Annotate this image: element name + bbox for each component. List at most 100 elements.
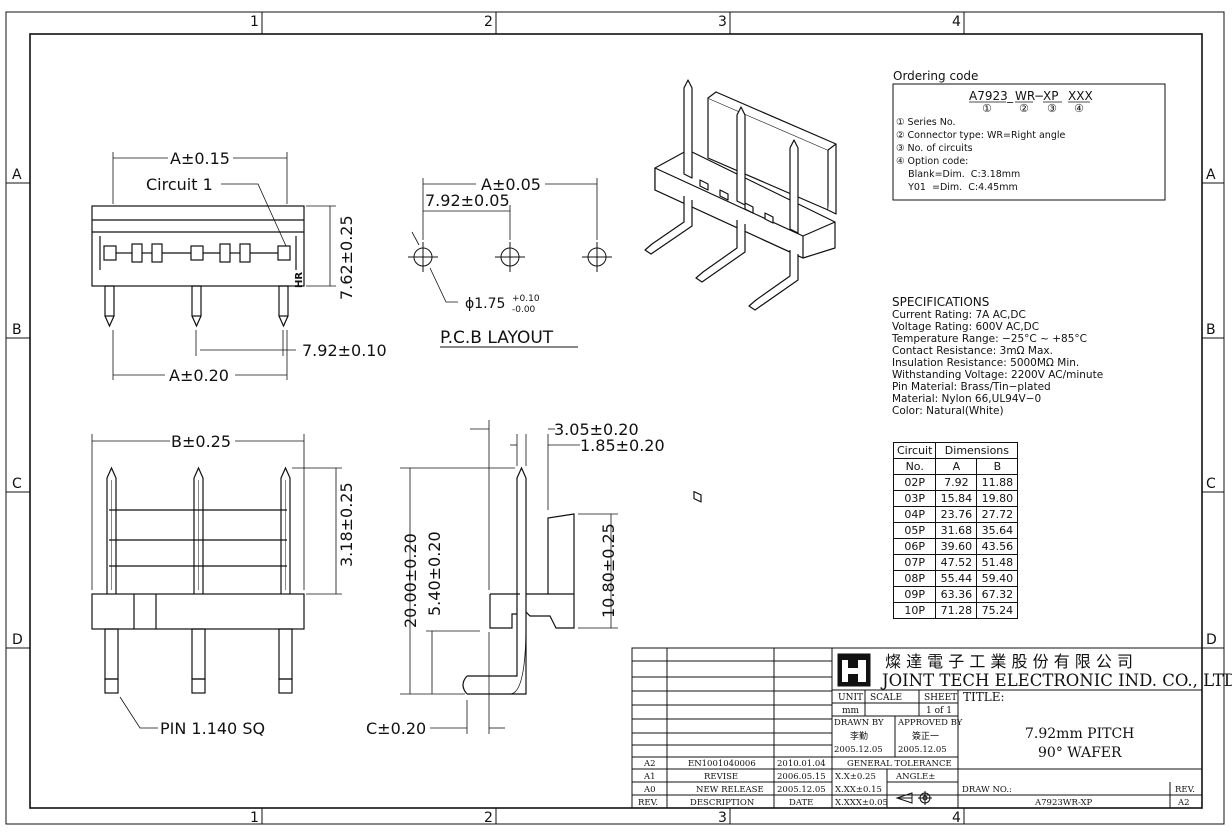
drawn-date: 2005.12.05 xyxy=(834,745,883,755)
zone-col-2-bottom: 2 xyxy=(484,810,493,826)
front-pitch-dim: 7.92±0.10 xyxy=(302,341,387,360)
rev-row-rev: A2 xyxy=(643,759,656,769)
spec-line: Contact Resistance: 3mΩ Max. xyxy=(892,345,1053,357)
unit-value: mm xyxy=(842,706,860,716)
circuit-no-cell: 03P xyxy=(892,490,937,507)
rev-value: A2 xyxy=(1177,798,1190,808)
ordering-code-box xyxy=(892,83,1166,201)
spec-line: Insulation Resistance: 5000MΩ Min. xyxy=(892,357,1079,369)
circuit-no-cell: 07P xyxy=(892,554,937,571)
approved-by-name: 簽正一 xyxy=(912,730,939,742)
title-label: TITLE: xyxy=(963,690,1005,704)
code-part-circuits: XP xyxy=(1043,89,1058,103)
side-view xyxy=(400,420,618,734)
angle-label: ANGLE± xyxy=(895,772,935,782)
outer-border xyxy=(5,11,1225,825)
rev-row-desc: NEW RELEASE xyxy=(696,785,764,795)
approved-by-label: APPROVED BY xyxy=(897,718,963,728)
zone-row-d-left: D xyxy=(12,632,23,648)
rev-row-rev: A0 xyxy=(643,785,656,795)
circuit-no-cell: 10P xyxy=(892,602,937,619)
circuit-no-cell: 02P xyxy=(892,474,937,491)
rev-row-date: 2005.12.05 xyxy=(777,785,826,795)
hole-diameter: ϕ1.75 xyxy=(465,296,505,312)
side-height-total: 20.00±0.20 xyxy=(401,533,420,628)
ordering-item: ③ No. of circuits xyxy=(896,143,973,154)
circuit-no-cell: 05P xyxy=(892,522,937,539)
ordering-item: ② Connector type: WR=Right angle xyxy=(896,130,1065,141)
zone-col-1-top: 1 xyxy=(250,14,259,30)
header-dimensions: Dimensions xyxy=(935,442,1019,459)
sheet-value: 1 of 1 xyxy=(926,706,952,716)
side-dim-1-85: 1.85±0.20 xyxy=(580,436,665,455)
drawn-by-name: 李勤 xyxy=(850,730,868,742)
title-line-1: 7.92mm PITCH xyxy=(1025,726,1134,742)
circuit-no-cell: 09P xyxy=(892,586,937,603)
zone-col-4-top: 4 xyxy=(952,14,961,30)
inner-border xyxy=(29,33,1203,809)
side-dim-c: C±0.20 xyxy=(366,719,426,738)
zone-row-c-right: C xyxy=(1206,476,1216,492)
zone-row-b-left: B xyxy=(12,322,22,338)
description-header: DESCRIPTION xyxy=(690,798,755,808)
rev-row-rev: A1 xyxy=(643,772,656,782)
dim-a-cell: 31.68 xyxy=(935,522,978,539)
circuit-no-cell: 06P xyxy=(892,538,937,555)
zone-col-3-top: 3 xyxy=(718,14,727,30)
circuit-1-label: Circuit 1 xyxy=(146,175,213,194)
table-header-row: No. A B xyxy=(892,458,1019,475)
dim-a-cell: 71.28 xyxy=(935,602,978,619)
dim-b-cell: 75.24 xyxy=(976,602,1019,619)
dim-b-cell: 59.40 xyxy=(976,570,1019,587)
code-separator: _ xyxy=(1006,89,1014,103)
dim-b-cell: 67.32 xyxy=(976,586,1019,603)
spec-line: Current Rating: 7A AC,DC xyxy=(892,309,1026,321)
top-view xyxy=(91,434,342,729)
date-header: DATE xyxy=(789,798,813,808)
rev-row-desc: EN1001040006 xyxy=(688,759,756,769)
tolerance-1: X.X±0.25 xyxy=(835,772,876,782)
zone-row-c-left: C xyxy=(12,476,22,492)
ordering-item: Y01 =Dim. C:4.45mm xyxy=(896,182,1018,193)
dim-b-cell: 27.72 xyxy=(976,506,1019,523)
dim-a-cell: 63.36 xyxy=(935,586,978,603)
dim-b-cell: 11.88 xyxy=(976,474,1019,491)
angle-symbol xyxy=(895,791,932,805)
zone-col-1-bottom: 1 xyxy=(250,810,259,826)
draw-no-value: A7923WR-XP xyxy=(1034,798,1093,808)
dim-b-cell: 43.56 xyxy=(976,538,1019,555)
ordering-item: ④ Option code: xyxy=(896,156,968,167)
scale-label: SCALE xyxy=(870,693,902,703)
code-num-3: ③ xyxy=(1047,102,1057,115)
hr-marking: HR xyxy=(294,272,305,288)
spec-title: SPECIFICATIONS xyxy=(892,295,989,309)
dim-a-cell: 47.52 xyxy=(935,554,978,571)
header-circuit: Circuit xyxy=(892,442,937,459)
tolerance-3: X.XXX±0.05 xyxy=(835,798,888,808)
zone-col-2-top: 2 xyxy=(484,14,493,30)
code-num-1: ① xyxy=(982,102,992,115)
zone-row-a-right: A xyxy=(1206,167,1216,183)
circuit-no-cell: 04P xyxy=(892,506,937,523)
header-a: A xyxy=(935,458,978,475)
code-separator: − xyxy=(1034,89,1044,103)
zone-row-d-right: D xyxy=(1206,632,1217,648)
company-logo xyxy=(842,660,866,682)
approved-date: 2005.12.05 xyxy=(898,745,947,755)
dim-b-cell: 35.64 xyxy=(976,522,1019,539)
spec-line: Material: Nylon 66,UL94V−0 xyxy=(892,393,1041,405)
ordering-item: Blank=Dim. C:3.18mm xyxy=(896,169,1020,180)
general-tolerance-label: GENERAL TOLERANCE xyxy=(847,759,952,769)
pcb-layout-title: P.C.B LAYOUT xyxy=(440,328,554,348)
spec-line: Color: Natural(White) xyxy=(892,405,1004,417)
